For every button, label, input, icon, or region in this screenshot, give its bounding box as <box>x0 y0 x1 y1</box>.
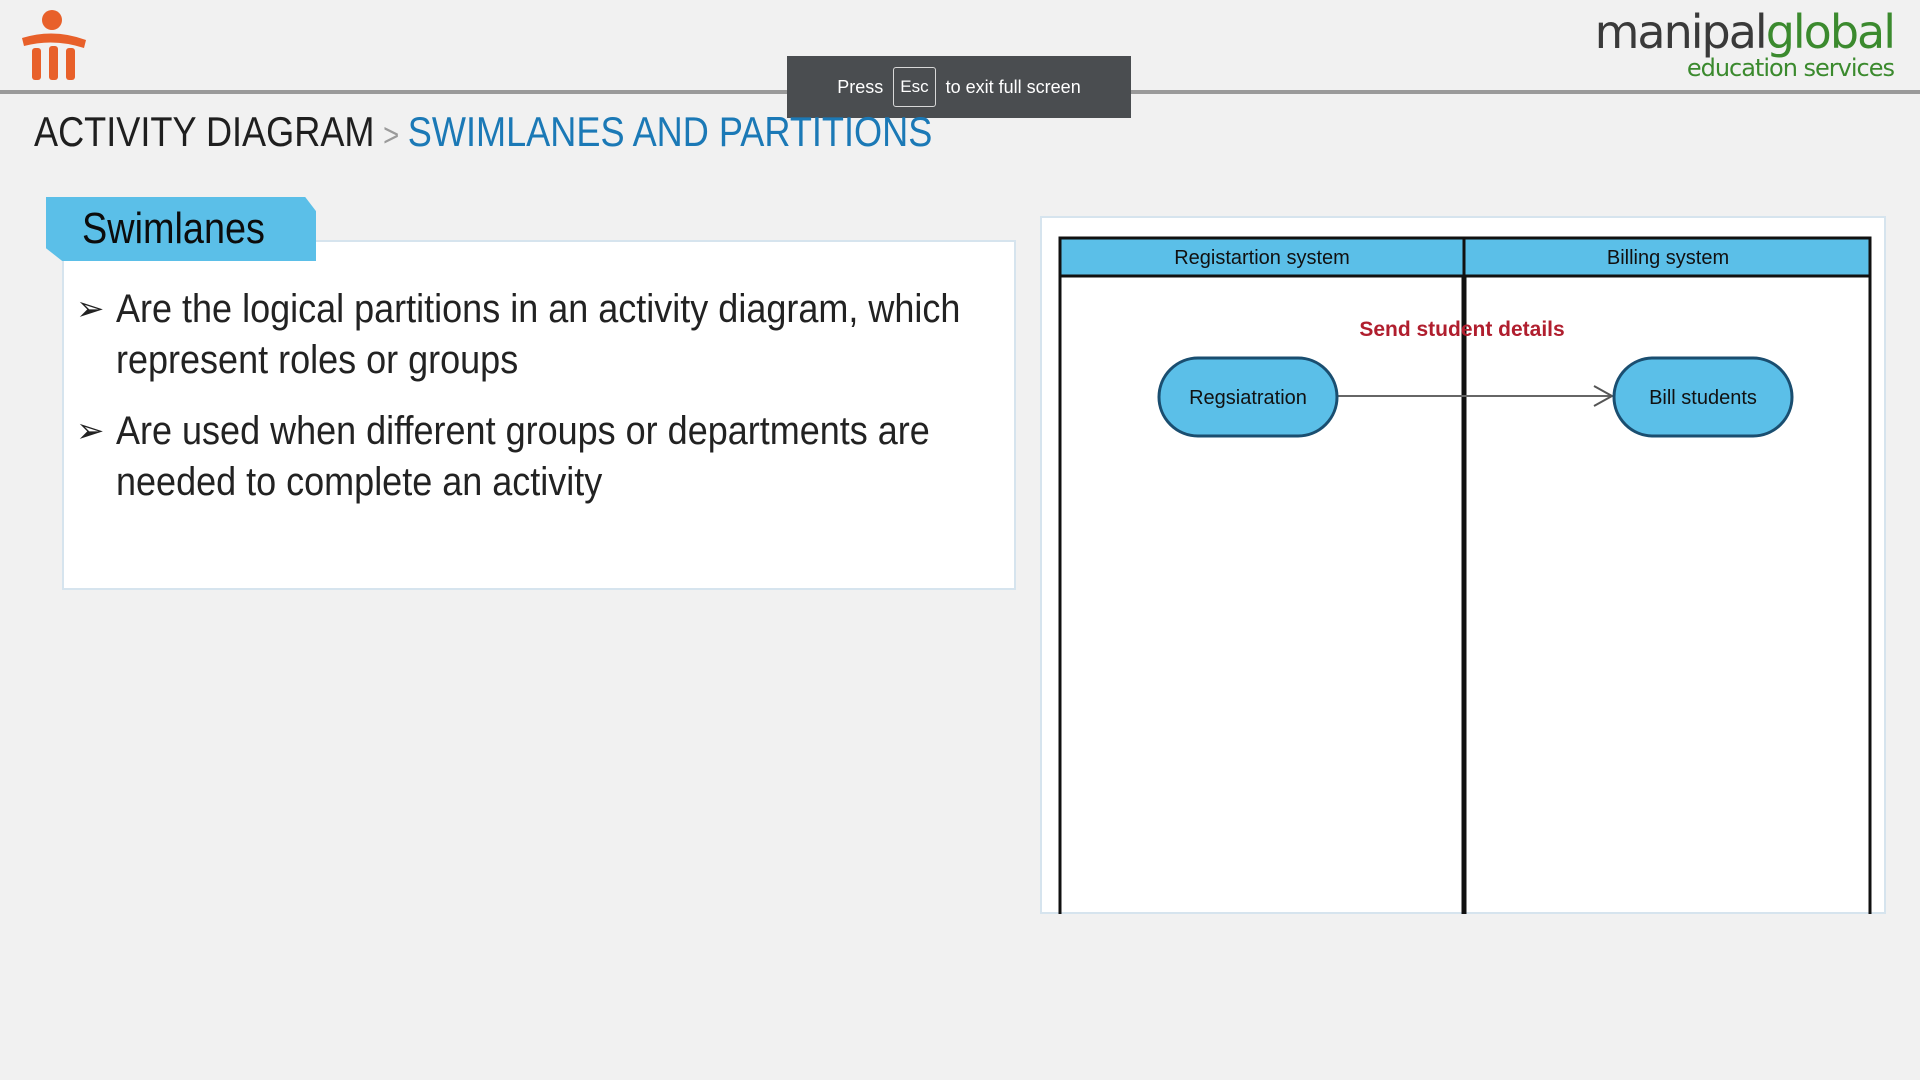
list-item: ➢ Are the logical partitions in an activ… <box>76 284 1006 386</box>
bullet-arrow-icon: ➢ <box>76 290 105 328</box>
activity-node-billing <box>1612 356 1794 438</box>
fullscreen-notice-press: Press <box>837 76 884 97</box>
edge-label: Send student details <box>1359 318 1564 341</box>
page-title: ACTIVITY DIAGRAM>SWIMLANES AND PARTITION… <box>34 108 932 156</box>
content-panel <box>62 240 1016 590</box>
bullet-arrow-icon: ➢ <box>76 412 105 450</box>
lane-label-billing: Billing system <box>1607 247 1729 269</box>
flow-arrowhead-icon <box>1593 385 1615 407</box>
list-item: ➢ Are used when different groups or depa… <box>76 406 1006 508</box>
breadcrumb-separator: > <box>383 117 400 153</box>
brand-subtitle: education services <box>1686 54 1895 82</box>
brand-main-accent-text: global <box>1765 5 1896 59</box>
esc-key-badge: Esc <box>893 67 936 107</box>
lane-label-registration: Registartion system <box>1174 247 1350 269</box>
section-tab: Swimlanes <box>46 197 316 261</box>
fullscreen-notice: Press Esc to exit full screen <box>787 56 1131 118</box>
bullet-text: Are the logical partitions in an activit… <box>116 287 961 382</box>
bullet-text: Are used when different groups or depart… <box>116 409 930 504</box>
brand-logo: manipalglobal education services <box>1594 4 1896 82</box>
page-title-sub: SWIMLANES AND PARTITIONS <box>407 108 933 155</box>
page-title-main: ACTIVITY DIAGRAM <box>34 108 375 155</box>
activity-label-billing: Bill students <box>1649 387 1757 409</box>
activity-label-registration: Regsiatration <box>1189 387 1307 409</box>
lane-header-billing <box>1462 236 1872 278</box>
bullet-list: ➢ Are the logical partitions in an activ… <box>76 284 1006 528</box>
activity-node-registration <box>1157 356 1339 438</box>
fullscreen-notice-text: to exit full screen <box>945 76 1081 97</box>
swimlane-diagram: Registartion system Billing system Send … <box>1058 236 1872 914</box>
brand-main-text: manipal <box>1594 5 1768 59</box>
section-tab-label: Swimlanes <box>82 204 265 253</box>
manipal-logo-icon <box>22 10 86 80</box>
